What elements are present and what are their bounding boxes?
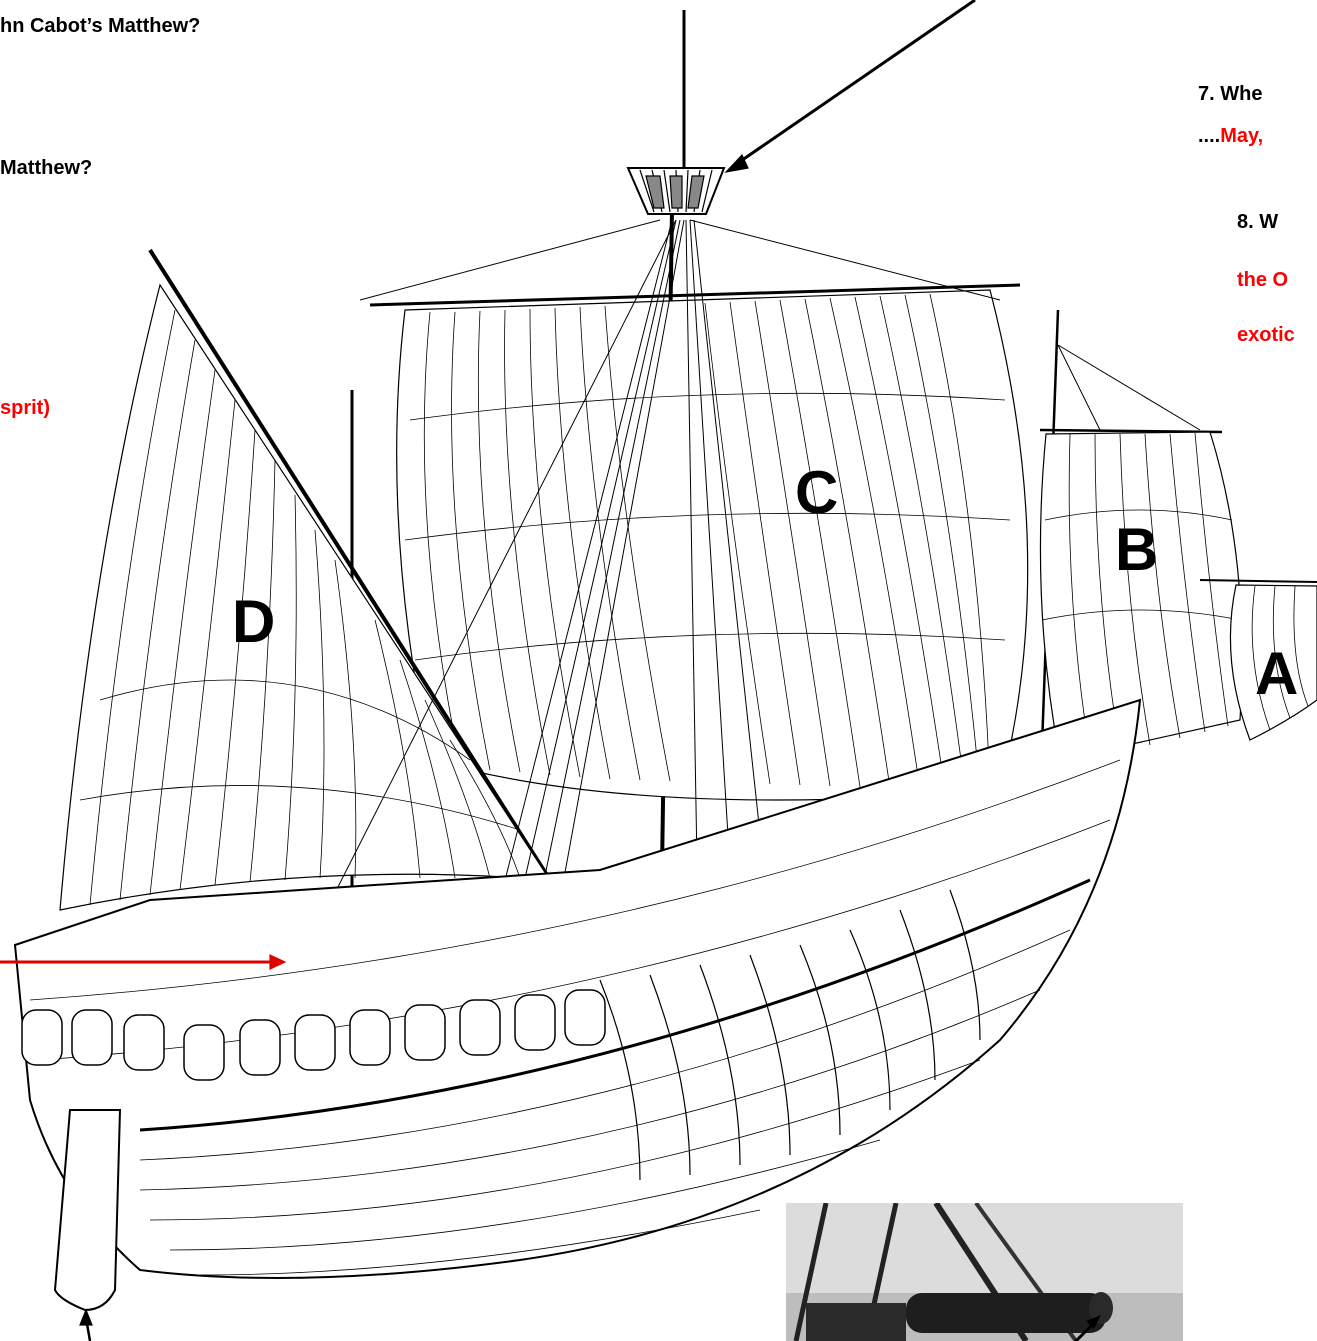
answer-7-text: May, xyxy=(1220,125,1263,147)
question-matthew: Matthew? xyxy=(0,157,92,180)
answer-8-line1: the O xyxy=(1237,269,1288,292)
sail-label-b: B xyxy=(1115,520,1158,580)
arrow-crows-nest xyxy=(735,0,975,165)
sail-label-d: D xyxy=(232,592,275,652)
answer-bowsprit: sprit) xyxy=(0,397,50,420)
crows-nest xyxy=(628,168,724,214)
sail-label-c: C xyxy=(795,463,838,523)
cannon-photo xyxy=(786,1203,1183,1341)
answer-7-dots: .... xyxy=(1198,125,1220,147)
answer-8-line2: exotic xyxy=(1237,324,1295,347)
answer-7: ....May, xyxy=(1198,125,1263,148)
question-8: 8. W xyxy=(1237,211,1278,234)
question-7: 7. Whe xyxy=(1198,83,1262,106)
sail-label-a: A xyxy=(1255,644,1298,704)
question-cabot-matthew: hn Cabot’s Matthew? xyxy=(0,15,200,38)
